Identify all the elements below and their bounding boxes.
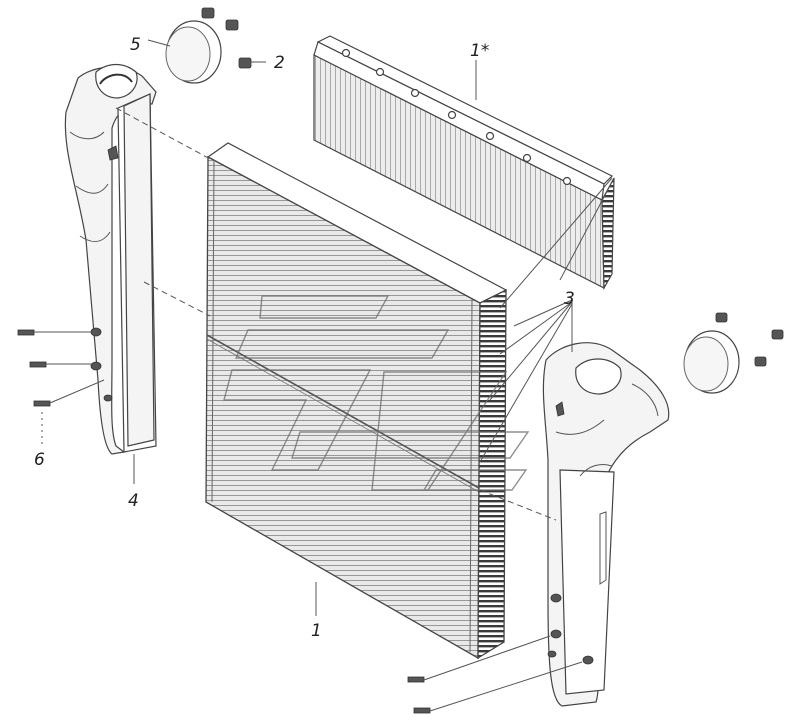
label-plug: 2 xyxy=(274,53,285,73)
label-side-tank: 4 xyxy=(128,491,139,511)
label-hose-pipe: 3 xyxy=(564,289,575,309)
watermark-logo xyxy=(223,295,530,491)
label-bolt: 6 xyxy=(34,450,45,470)
mounting-holes xyxy=(341,48,572,186)
plugs xyxy=(201,7,784,367)
part-labels: 5 2 1* 3 6 4 1 xyxy=(34,35,575,641)
cap-lower xyxy=(683,330,740,394)
radiator-core-variant xyxy=(313,35,615,291)
label-cap: 5 xyxy=(130,35,141,55)
leader-lines xyxy=(34,39,613,712)
left-side-tank xyxy=(64,63,157,455)
radiator-core xyxy=(205,142,508,660)
right-side-tank xyxy=(542,342,670,707)
label-core: 1 xyxy=(311,621,322,641)
label-core-variant: 1* xyxy=(470,41,489,61)
cap-upper xyxy=(165,20,222,84)
